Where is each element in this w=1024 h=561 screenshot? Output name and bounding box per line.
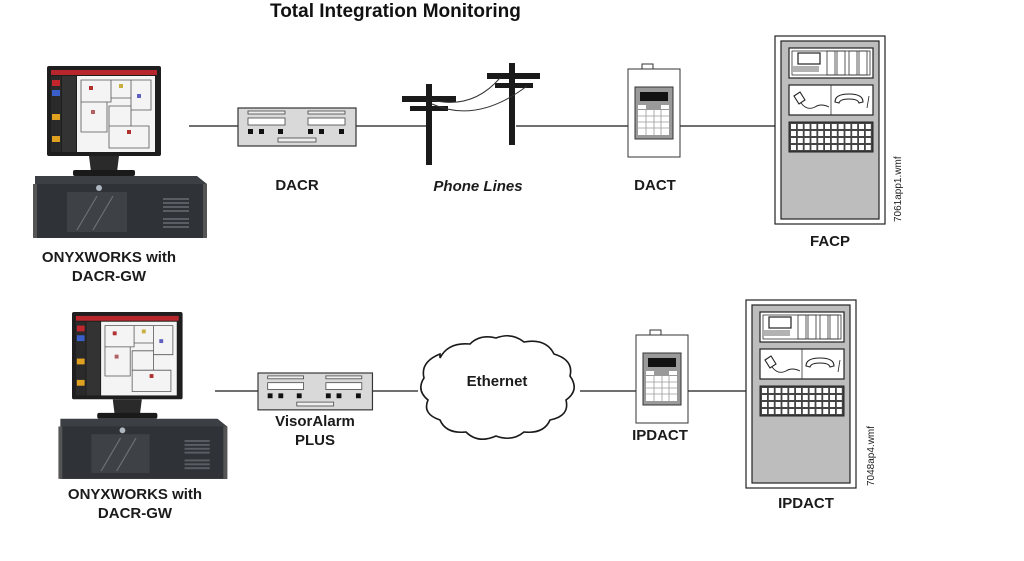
diagram-title: Total Integration Monitoring <box>270 1 521 22</box>
visoralarm-label-line1: VisorAlarm <box>275 413 355 430</box>
ipdact-panel-icon <box>745 299 857 489</box>
workstation-label-line1: ONYXWORKS with <box>41 249 177 266</box>
workstation-label-line1: ONYXWORKS with <box>67 486 203 503</box>
phone-wire-icon <box>431 77 528 112</box>
facp-file-ref: 7061app1.wmf <box>893 156 904 222</box>
facp-panel-icon <box>774 35 886 225</box>
workstation-label-line2: DACR-GW <box>71 268 147 285</box>
visoralarm-device-icon <box>257 372 374 411</box>
ipdact-file-ref: 7048ap4.wmf <box>866 425 877 486</box>
dact-device-icon <box>627 63 681 158</box>
phone-pole-icon <box>402 63 540 165</box>
phone-lines-label: Phone Lines <box>433 178 523 195</box>
visoralarm-label: VisorAlarm PLUS <box>255 412 375 450</box>
dacr-device-icon <box>237 107 357 147</box>
workstation-label-line2: DACR-GW <box>97 505 173 522</box>
workstation-label-row2: ONYXWORKS with DACR-GW <box>50 485 220 523</box>
ipdact-panel-label: IPDACT <box>778 495 834 512</box>
ethernet-label: Ethernet <box>466 373 528 390</box>
ipdact-module-icon <box>635 329 689 424</box>
ethernet-cloud-icon <box>420 334 575 440</box>
visoralarm-label-line2: PLUS <box>294 432 335 449</box>
workstation-icon <box>32 65 208 239</box>
ipdact-module-label: IPDACT <box>632 427 688 444</box>
workstation-icon <box>57 311 228 480</box>
workstation-label-row1: ONYXWORKS with DACR-GW <box>24 248 194 286</box>
dact-label: DACT <box>634 177 676 194</box>
dacr-label: DACR <box>275 177 319 194</box>
facp-label: FACP <box>809 233 850 250</box>
